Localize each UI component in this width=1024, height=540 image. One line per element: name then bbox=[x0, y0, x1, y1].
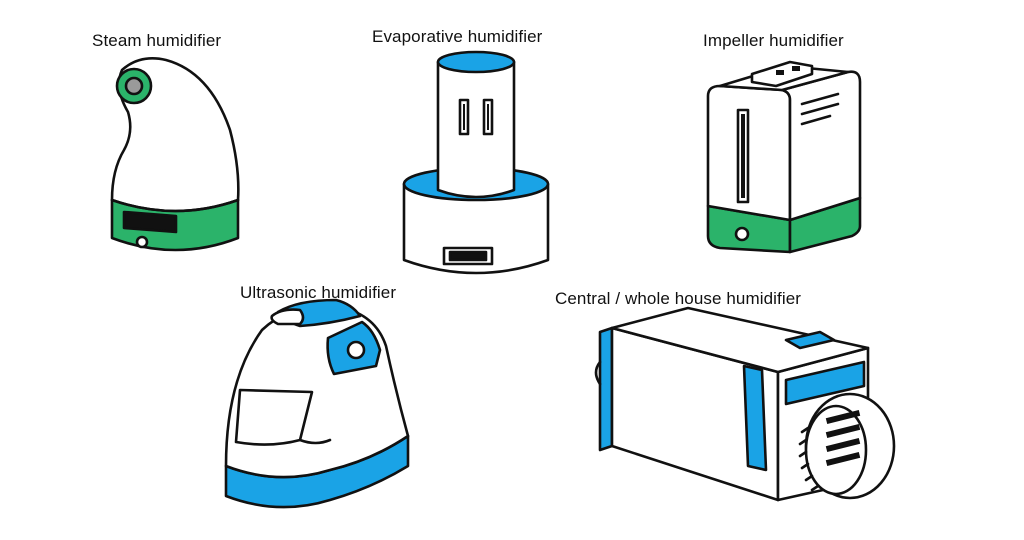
evaporative-humidifier-illustration bbox=[402, 50, 550, 275]
evaporative-humidifier-label: Evaporative humidifier bbox=[372, 27, 543, 46]
ultrasonic-humidifier-illustration bbox=[224, 298, 410, 509]
ultrasonic-humidifier-label: Ultrasonic humidifier bbox=[240, 283, 397, 302]
central-humidifier-illustration bbox=[594, 306, 896, 502]
central-humidifier-label: Central / whole house humidifier bbox=[555, 289, 802, 308]
steam-humidifier-illustration bbox=[110, 57, 240, 252]
steam-humidifier-label: Steam humidifier bbox=[92, 31, 222, 50]
impeller-humidifier-illustration bbox=[706, 60, 862, 254]
impeller-humidifier-label: Impeller humidifier bbox=[703, 31, 844, 50]
